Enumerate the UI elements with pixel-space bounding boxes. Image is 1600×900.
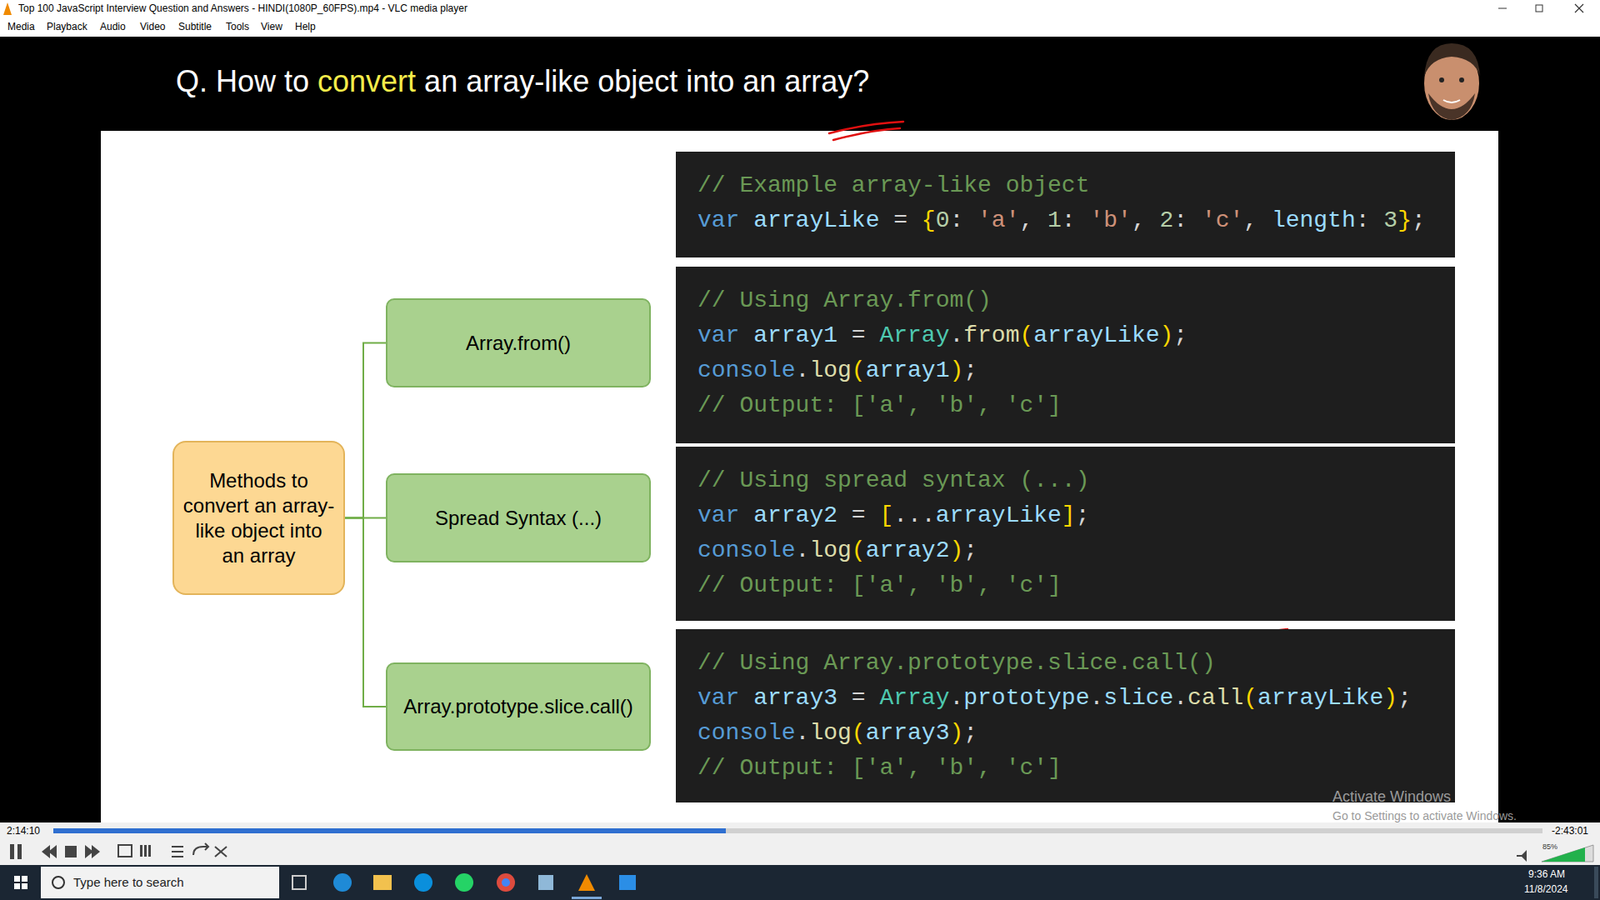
code-line: console.log(array2);	[697, 533, 1434, 569]
progress-track	[53, 828, 1543, 834]
progress-fill	[53, 828, 726, 834]
method-box: Array.prototype.slice.call()	[385, 662, 651, 751]
code-line: // Using Array.from()	[697, 283, 1434, 319]
code-panel: // Using Array.prototype.slice.call()var…	[675, 629, 1455, 803]
menu-item: Playback	[46, 20, 88, 33]
slide-title: Q. How to convert an array-like object i…	[175, 64, 870, 100]
menu-item: Video	[140, 20, 165, 33]
root-box: Methods to convert an array-like object …	[172, 440, 345, 595]
code-line: var array3 = Array.prototype.slice.call(…	[697, 680, 1434, 716]
code-panel: // Example array-like objectvar arrayLik…	[675, 151, 1455, 258]
minimize-button	[1498, 8, 1507, 10]
menu-item: Audio	[100, 20, 126, 33]
code-line: var array1 = Array.from(arrayLike);	[697, 318, 1434, 354]
remaining-time: -2:43:01	[1551, 825, 1589, 837]
watermark: Go to Settings to activate Windows.	[1332, 809, 1517, 823]
tree-connector	[345, 343, 386, 519]
volume-percent: 85%	[1542, 842, 1558, 851]
search-placeholder: Type here to search	[73, 875, 185, 890]
code-line: // Output: ['a', 'b', 'c']	[697, 388, 1434, 424]
presenter-face	[1424, 43, 1480, 120]
code-line: // Output: ['a', 'b', 'c']	[697, 750, 1434, 786]
code-line: // Output: ['a', 'b', 'c']	[697, 568, 1434, 604]
watermark: Activate Windows	[1332, 788, 1451, 806]
menu-item: Help	[295, 20, 316, 33]
taskbar-icons	[14, 866, 1599, 900]
vlc-icon	[3, 2, 12, 15]
code-line: var array2 = [...arrayLike];	[697, 498, 1434, 534]
code-panel: // Using spread syntax (...)var array2 =…	[675, 446, 1455, 621]
player-buttons	[10, 843, 1594, 862]
code-line: // Example array-like object	[697, 168, 1434, 204]
method-box: Array.from()	[385, 298, 651, 388]
node-label: Array.from()	[465, 330, 571, 356]
node-label: Spread Syntax (...)	[435, 505, 602, 531]
code-line: var arrayLike = {0: 'a', 1: 'b', 2: 'c',…	[697, 203, 1434, 239]
window-title: Top 100 JavaScript Interview Question an…	[18, 2, 468, 15]
clock-date: 11/8/2024	[1524, 883, 1569, 895]
menu-item: Tools	[225, 20, 250, 33]
menu-item: Media	[7, 20, 35, 33]
node-label: Array.prototype.slice.call()	[403, 694, 634, 720]
clock-time: 9:36 AM	[1528, 868, 1565, 880]
restore-button	[1535, 5, 1543, 12]
method-box: Spread Syntax (...)	[385, 473, 651, 563]
code-line: // Using Array.prototype.slice.call()	[697, 645, 1434, 681]
node-label: Methods to convert an array-like object …	[182, 468, 335, 569]
menu-item: Subtitle	[178, 20, 212, 33]
close-button	[1575, 4, 1584, 13]
code-line: console.log(array1);	[697, 353, 1434, 389]
tree-connector	[345, 518, 386, 708]
code-line: console.log(array3);	[697, 715, 1434, 751]
menu-item: View	[260, 20, 283, 33]
elapsed-time: 2:14:10	[6, 825, 40, 837]
code-line: // Using spread syntax (...)	[697, 463, 1434, 499]
code-panel: // Using Array.from()var array1 = Array.…	[675, 266, 1455, 444]
